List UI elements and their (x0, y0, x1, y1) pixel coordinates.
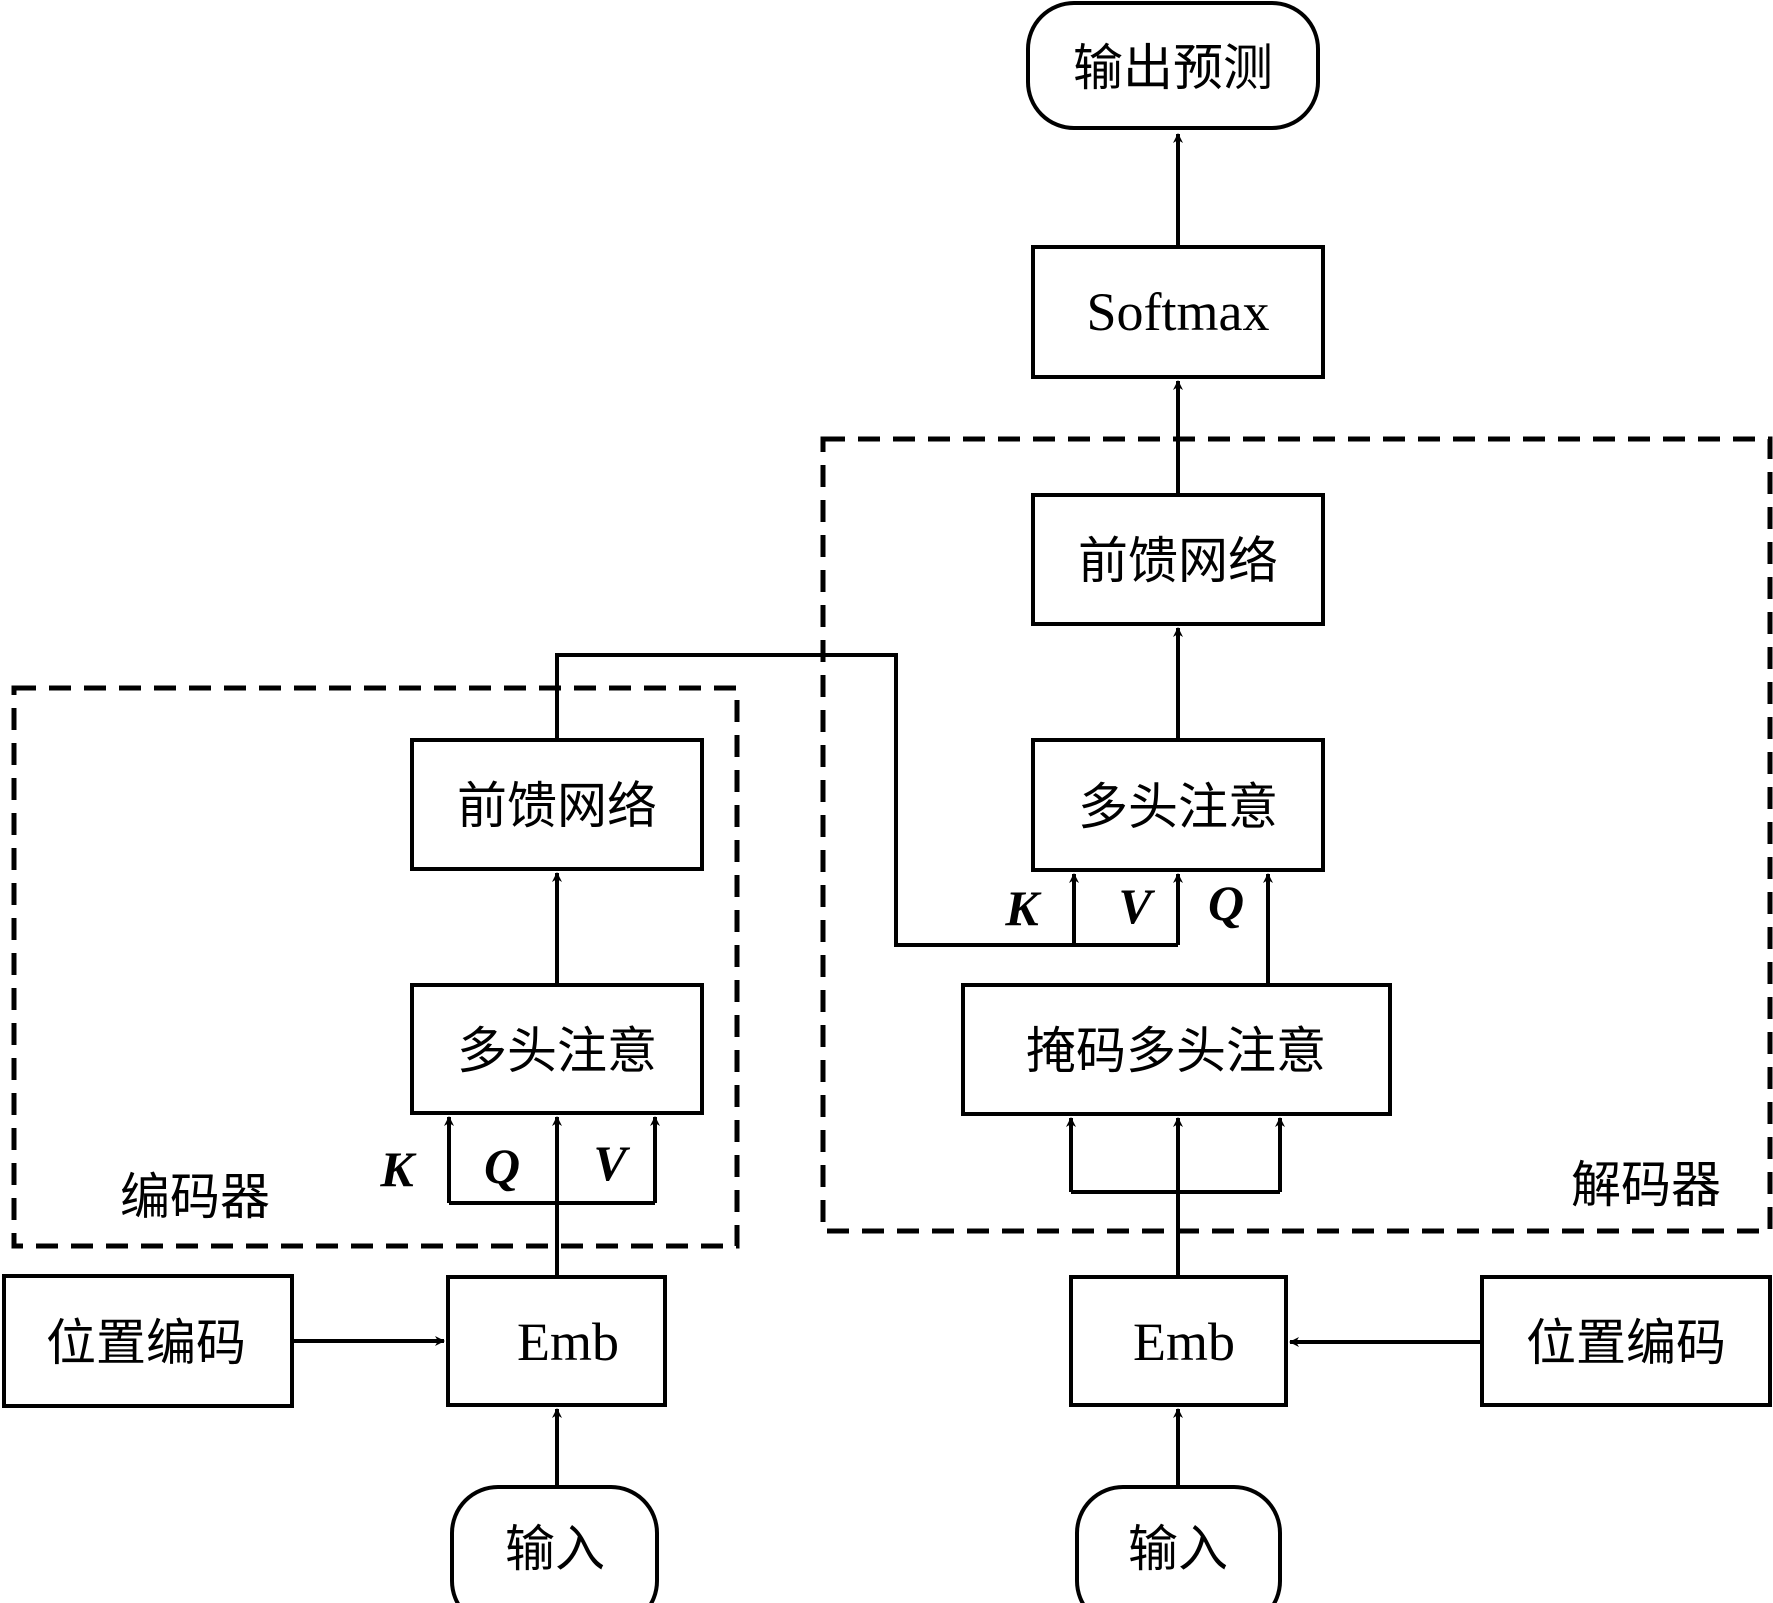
decoder-input-node: 输入 (1075, 1485, 1282, 1603)
encoder-embedding-label: Emb (517, 1312, 619, 1372)
encoder-to-decoder-connector (555, 653, 1178, 947)
encoder-q-label: Q (484, 1138, 520, 1194)
output-node: 输出预测 (1026, 1, 1320, 130)
encoder-v-label: V (593, 1135, 630, 1191)
encoder-region-label: 编码器 (120, 1168, 270, 1226)
softmax-label: Softmax (1087, 282, 1270, 342)
encoder-feed-forward-label: 前馈网络 (457, 777, 657, 835)
encoder-region (11, 685, 740, 1249)
decoder-input-label: 输入 (1128, 1520, 1228, 1578)
decoder-positional-encoding-block: 位置编码 (1480, 1275, 1772, 1407)
encoder-positional-encoding-block: 位置编码 (2, 1274, 294, 1408)
encoder-multi-head-attention-block: 多头注意 (410, 983, 704, 1115)
decoder-v-label: V (1118, 878, 1155, 934)
decoder-positional-encoding-label: 位置编码 (1526, 1314, 1726, 1372)
decoder-region-label: 解码器 (1571, 1156, 1721, 1214)
decoder-q-label: Q (1208, 875, 1244, 931)
decoder-region (820, 436, 1773, 1234)
encoder-feed-forward-block: 前馈网络 (410, 738, 704, 871)
decoder-embedding-block: Emb (1069, 1275, 1288, 1407)
output-label: 输出预测 (1073, 39, 1273, 97)
decoder-feed-forward-block: 前馈网络 (1031, 493, 1325, 626)
softmax-block: Softmax (1031, 245, 1325, 379)
arrows (292, 133, 1482, 1487)
encoder-positional-encoding-label: 位置编码 (46, 1314, 246, 1372)
decoder-embedding-label: Emb (1133, 1312, 1235, 1372)
encoder-embedding-block: Emb (446, 1275, 667, 1407)
decoder-feed-forward-label: 前馈网络 (1078, 532, 1278, 590)
decoder-k-label: K (1004, 880, 1042, 936)
decoder-multi-head-attention-label: 多头注意 (1078, 778, 1278, 836)
decoder-masked-attention-label: 掩码多头注意 (1026, 1022, 1326, 1080)
encoder-multi-head-attention-label: 多头注意 (457, 1022, 657, 1080)
decoder-multi-head-attention-block: 多头注意 (1031, 738, 1325, 872)
encoder-k-label: K (379, 1141, 417, 1197)
connectors (449, 653, 1280, 1277)
encoder-input-node: 输入 (450, 1485, 659, 1603)
decoder-masked-attention-block: 掩码多头注意 (961, 983, 1392, 1116)
encoder-input-label: 输入 (505, 1520, 605, 1578)
